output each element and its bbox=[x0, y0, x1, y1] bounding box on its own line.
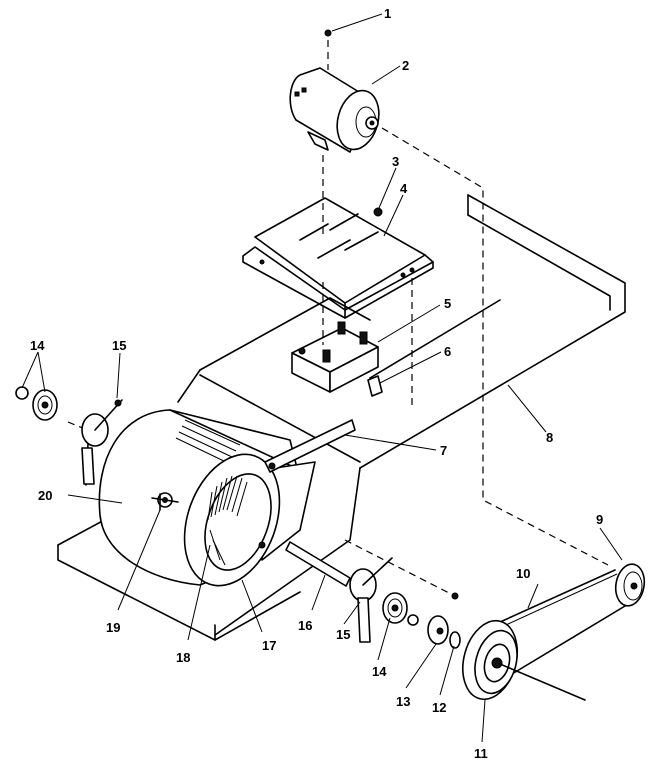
callout-14-right: 14 bbox=[372, 664, 387, 679]
callout-14-left: 14 bbox=[30, 338, 45, 353]
callout-6: 6 bbox=[444, 344, 451, 359]
callout-10: 10 bbox=[516, 566, 530, 581]
callout-17: 17 bbox=[262, 638, 276, 653]
callout-20: 20 bbox=[38, 488, 52, 503]
terminal-block bbox=[291, 321, 379, 393]
clip bbox=[367, 375, 383, 397]
callouts: 1 2 3 4 5 6 7 8 9 10 11 12 13 14 14 15 1… bbox=[30, 6, 603, 761]
callout-11: 11 bbox=[474, 746, 488, 761]
callout-9: 9 bbox=[596, 512, 603, 527]
callout-15-right: 15 bbox=[336, 627, 350, 642]
leader-lines bbox=[21, 13, 623, 743]
callout-16: 16 bbox=[298, 618, 312, 633]
screw-icon bbox=[324, 29, 332, 37]
callout-7: 7 bbox=[440, 443, 447, 458]
callout-3: 3 bbox=[392, 154, 399, 169]
callout-5: 5 bbox=[444, 296, 451, 311]
bearing-assembly-left bbox=[15, 386, 123, 486]
callout-15-left: 15 bbox=[112, 338, 126, 353]
callout-4: 4 bbox=[400, 181, 408, 196]
callout-8: 8 bbox=[546, 430, 553, 445]
callout-12: 12 bbox=[432, 700, 446, 715]
motor-mounting-plate bbox=[242, 197, 434, 319]
callout-18: 18 bbox=[176, 650, 190, 665]
callout-19: 19 bbox=[106, 620, 120, 635]
callout-2: 2 bbox=[402, 58, 409, 73]
motor bbox=[289, 67, 380, 153]
callout-1: 1 bbox=[384, 6, 391, 21]
bearing-assembly-right bbox=[349, 557, 459, 643]
drive-pulleys-belt bbox=[427, 563, 646, 701]
motor-mount-bracket bbox=[258, 419, 356, 549]
blower-housing bbox=[98, 409, 316, 587]
callout-13: 13 bbox=[396, 694, 410, 709]
blower-shaft bbox=[285, 541, 351, 587]
